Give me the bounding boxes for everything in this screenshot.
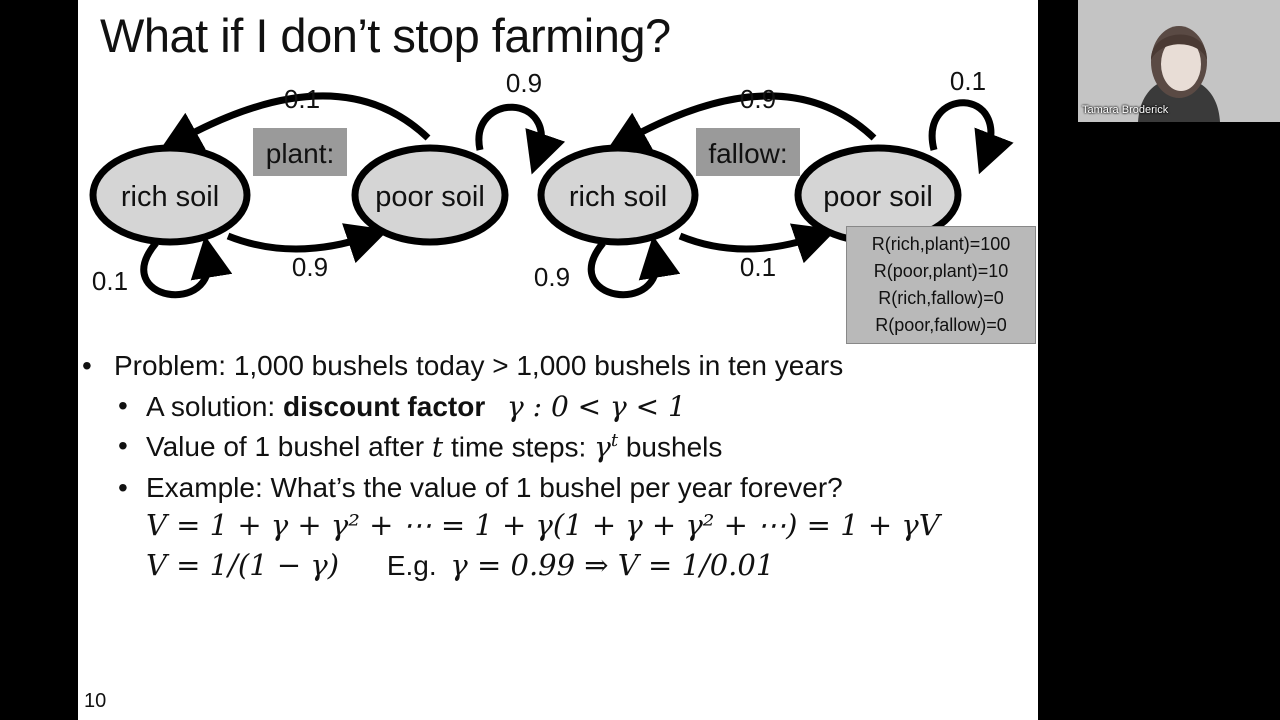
slide-number: 10 bbox=[84, 690, 107, 712]
bullet-example: • Example: What’s the value of 1 bushel … bbox=[118, 472, 843, 503]
plant-state-poor-soil bbox=[351, 144, 509, 246]
mdp-diagrams: plant: 0.9 0.1 0.1 0.9 rich soil poor so… bbox=[89, 66, 1014, 299]
equation-closed-form-row: V = 1/(1 − γ) E.g. γ = 0.99 ⇒ V = 1/0.01 bbox=[146, 548, 774, 582]
plant-arrow-rich-self bbox=[140, 235, 233, 299]
bullet-solution: • A solution: discount factor γ : 0 < γ … bbox=[118, 390, 686, 423]
plant-state-rich-soil bbox=[89, 144, 251, 246]
plant-arrow-poor-self bbox=[475, 103, 566, 175]
reward-poor-plant: R(poor,plant)=10 bbox=[873, 261, 1009, 281]
plant-action-box bbox=[253, 128, 347, 176]
fallow-prob-poor-to-rich: 0.9 bbox=[740, 84, 776, 114]
fallow-prob-rich-to-poor: 0.1 bbox=[740, 252, 776, 282]
plant-arrow-rich-to-poor bbox=[226, 223, 389, 264]
example-label: E.g. bbox=[386, 550, 437, 581]
equation-closed-form: V = 1/(1 − γ) bbox=[146, 548, 340, 582]
bullet-dot: • bbox=[118, 430, 128, 461]
reward-rich-fallow: R(rich,fallow)=0 bbox=[878, 288, 1004, 308]
speaker-name: Tamara Broderick bbox=[1082, 104, 1169, 116]
equation-example: γ = 0.99 ⇒ V = 1/0.01 bbox=[450, 548, 775, 582]
plant-arrow-poor-to-rich bbox=[158, 92, 431, 152]
reward-poor-fallow: R(poor,fallow)=0 bbox=[875, 315, 1007, 335]
fallow-state-poor-label: poor soil bbox=[823, 181, 933, 213]
plant-prob-rich-self: 0.1 bbox=[92, 266, 128, 296]
fallow-prob-rich-self: 0.9 bbox=[534, 262, 570, 292]
bullet-dot: • bbox=[82, 350, 92, 381]
slide: What if I don’t stop farming? plant: 0.9… bbox=[78, 0, 1038, 720]
bullet-value: • Value of 1 bushel after t time steps: … bbox=[118, 430, 723, 464]
speaker-avatar bbox=[1078, 0, 1280, 122]
plant-action-label: plant: bbox=[266, 138, 335, 169]
reward-table: R(rich,plant)=100 R(poor,plant)=10 R(ric… bbox=[846, 226, 1036, 344]
fallow-arrow-poor-to-rich bbox=[605, 92, 877, 152]
bullet-dot: • bbox=[118, 472, 128, 503]
discount-factor-math: γ : 0 < γ < 1 bbox=[507, 390, 686, 423]
plant-prob-poor-to-rich: 0.1 bbox=[284, 84, 320, 114]
fallow-action-label: fallow: bbox=[708, 138, 787, 169]
plant-diagram: plant: 0.9 0.1 0.1 0.9 rich soil poor so… bbox=[89, 68, 566, 299]
reward-rich-plant: R(rich,plant)=100 bbox=[871, 234, 1011, 254]
discount-factor-term: discount factor bbox=[282, 391, 486, 422]
plant-prob-poor-self: 0.9 bbox=[506, 68, 542, 98]
fallow-action-box bbox=[696, 128, 800, 176]
bullet-problem: • Problem: 1,000 bushels today > 1,000 b… bbox=[82, 350, 844, 381]
slide-title: What if I don’t stop farming? bbox=[100, 9, 671, 62]
fallow-diagram: fallow: 0.1 0.9 0.9 0.1 rich soil poor s… bbox=[534, 66, 1014, 299]
plant-state-poor-label: poor soil bbox=[375, 181, 485, 213]
speaker-video-tile[interactable]: Tamara Broderick bbox=[1078, 0, 1280, 122]
fallow-arrow-rich-self bbox=[587, 235, 681, 299]
fallow-arrow-rich-to-poor bbox=[678, 223, 837, 264]
equation-series: V = 1 + γ + γ² + ⋯ = 1 + γ(1 + γ + γ² + … bbox=[146, 508, 940, 542]
plant-prob-rich-to-poor: 0.9 bbox=[292, 252, 328, 282]
fallow-arrow-poor-self bbox=[928, 99, 1014, 175]
bullet-dot: • bbox=[118, 390, 128, 421]
fallow-prob-poor-self: 0.1 bbox=[950, 66, 986, 96]
plant-state-rich-label: rich soil bbox=[121, 181, 219, 213]
fallow-state-rich-soil bbox=[537, 144, 699, 246]
fallow-state-rich-label: rich soil bbox=[569, 181, 667, 213]
